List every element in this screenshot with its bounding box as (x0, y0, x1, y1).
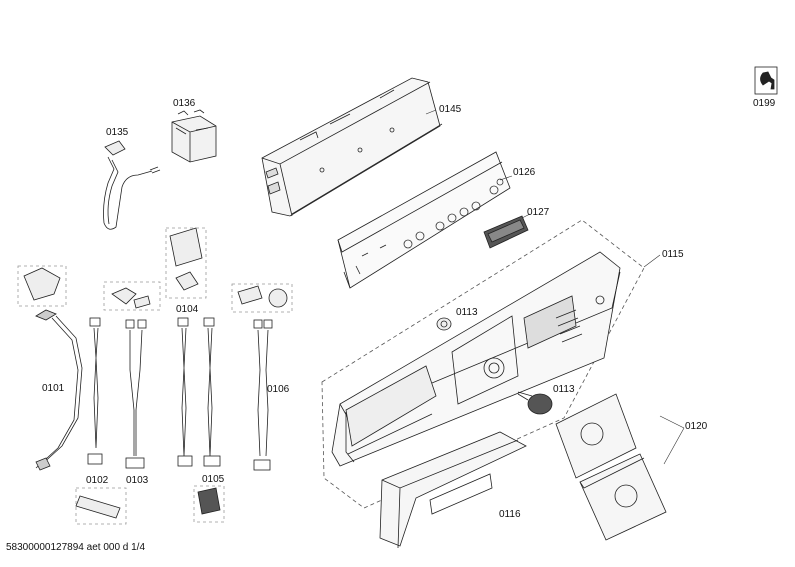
leader-lines (425, 109, 685, 465)
callout-0136: 0136 (173, 98, 196, 109)
part-0126-control-board (337, 151, 511, 289)
part-0135-power-cable (103, 140, 161, 230)
part-0113-knob-top (436, 317, 452, 331)
callout-0106: 0106 (267, 384, 290, 395)
callout-0199: 0199 (753, 98, 776, 109)
part-0102-harness (75, 317, 121, 519)
part-0115-fascia-panel (331, 251, 621, 467)
callout-0113: 0113 (553, 384, 575, 395)
part-0105-harness (197, 317, 221, 515)
part-0145-module-housing (261, 77, 443, 217)
part-0116-drawer-handle (379, 431, 527, 549)
callout-0115: 0115 (662, 249, 684, 260)
part-0120-cover-plates (555, 393, 667, 541)
callout-0102: 0102 (86, 475, 109, 486)
callout-0120: 0120 (685, 421, 708, 432)
assembly-0115-outline (321, 219, 645, 509)
part-0127-display (483, 215, 529, 249)
callout-0135: 0135 (106, 127, 129, 138)
harness-detail-boxes (17, 227, 293, 525)
part-0136-filter (171, 109, 217, 163)
part-0106-harness (237, 285, 288, 471)
wrench-icon (754, 66, 778, 95)
callout-0126: 0126 (513, 167, 536, 178)
callout-0127: 0127 (527, 207, 550, 218)
callout-0113-top: 0113 (456, 307, 478, 318)
part-0101-harness (23, 267, 83, 471)
callout-0101: 0101 (42, 383, 65, 394)
callout-0104: 0104 (176, 304, 199, 315)
callout-0116: 0116 (499, 509, 521, 520)
callout-0103: 0103 (126, 475, 149, 486)
callout-0105: 0105 (202, 474, 225, 485)
document-footer-id: 58300000127894 aet 000 d 1/4 (6, 542, 146, 553)
part-0103-harness (111, 287, 151, 469)
part-0104-harness (169, 227, 203, 467)
callout-0145: 0145 (439, 104, 462, 115)
part-0113-knob (517, 391, 553, 415)
